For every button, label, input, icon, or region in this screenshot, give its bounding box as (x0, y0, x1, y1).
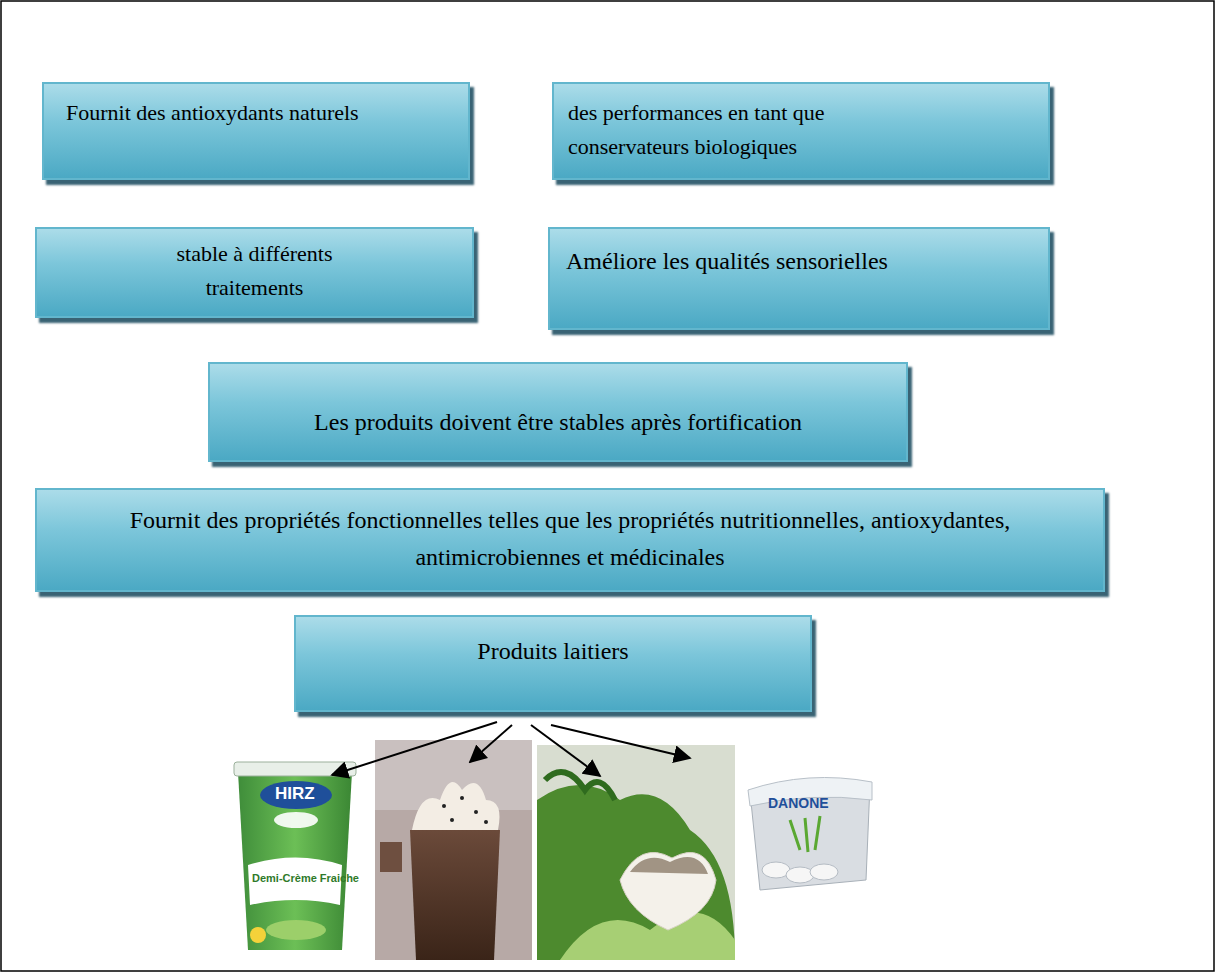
herb-cheese-photo (537, 745, 735, 960)
box-text: Fournit des propriétés fonctionnelles te… (90, 502, 1050, 576)
process-box: Fournit des propriétés fonctionnelles te… (35, 488, 1105, 592)
process-box: Améliore les qualités sensorielles (548, 227, 1050, 330)
box-text: des performances en tant que conservateu… (568, 96, 908, 164)
product-brand: Demi-Crème Fraiche (252, 872, 359, 884)
box-text: Améliore les qualités sensorielles (566, 243, 1032, 280)
process-box: Les produits doivent être stables après … (208, 362, 908, 462)
process-box: stable à différents traitements (35, 227, 474, 318)
process-box: Produits laitiers (294, 615, 812, 712)
process-box: des performances en tant que conservateu… (552, 82, 1050, 180)
cream-cup-photo (225, 745, 365, 960)
product-arrows (332, 722, 690, 776)
process-box: Fournit des antioxydants naturels (42, 82, 470, 180)
product-brand: HIRZ (275, 784, 315, 804)
box-text: Fournit des antioxydants naturels (66, 96, 366, 130)
product-brand: DANONE (768, 795, 829, 811)
chocolate-dessert-photo (375, 740, 532, 960)
box-text: stable à différents traitements (130, 237, 380, 305)
yogurt-pot-photo (748, 778, 872, 891)
box-text: Les produits doivent être stables après … (222, 404, 894, 441)
box-text: Produits laitiers (308, 633, 798, 670)
